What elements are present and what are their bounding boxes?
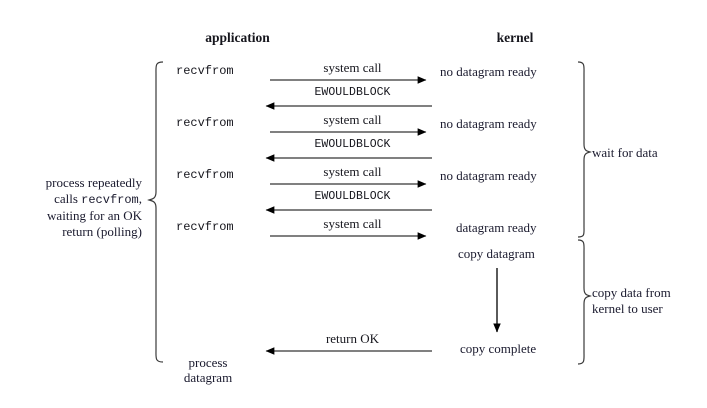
right-brace-label-copy-data-line-1: copy data from bbox=[592, 285, 671, 300]
arrow-label-ewouldblock-1: EWOULDBLOCK bbox=[314, 86, 391, 99]
kernel-event-4: datagram ready bbox=[456, 220, 537, 235]
right-curly-brace-copy-data bbox=[577, 239, 592, 365]
application-call-3: recvfrom bbox=[176, 168, 234, 182]
kernel-event-1: no datagram ready bbox=[440, 64, 537, 79]
left-annotation-line-1: process repeatedly bbox=[45, 175, 142, 190]
application-call-2: recvfrom bbox=[176, 116, 234, 130]
right-brace-label-copy-data: copy data from kernel to user bbox=[592, 285, 671, 317]
right-curly-brace-wait-for-data bbox=[577, 61, 592, 238]
arrow-label-system-call-3: system call bbox=[323, 164, 382, 179]
arrow-label-return-ok: return OK bbox=[325, 331, 380, 346]
left-annotation-line-4: return (polling) bbox=[62, 224, 142, 239]
left-annotation-polling: process repeatedly calls recvfrom, waiti… bbox=[10, 175, 142, 240]
left-annotation-line-2-prefix: calls bbox=[54, 191, 82, 206]
left-curly-brace bbox=[147, 61, 164, 363]
left-annotation-line-2: calls recvfrom, bbox=[10, 191, 142, 208]
right-brace-label-wait-for-data: wait for data bbox=[592, 145, 658, 160]
left-annotation-line-3: waiting for an OK bbox=[47, 208, 142, 223]
arrow-label-ewouldblock-2: EWOULDBLOCK bbox=[314, 138, 391, 151]
arrow-label-system-call-4: system call bbox=[323, 216, 382, 231]
arrow-label-system-call-2: system call bbox=[323, 112, 382, 127]
right-brace-label-copy-data-line-2: kernel to user bbox=[592, 301, 663, 316]
kernel-event-2: no datagram ready bbox=[440, 116, 537, 131]
arrow-label-system-call-1: system call bbox=[323, 60, 382, 75]
application-result-line-2: datagram bbox=[183, 370, 233, 385]
column-heading-application: application bbox=[205, 30, 270, 45]
left-annotation-recvfrom-code: recvfrom bbox=[81, 193, 139, 207]
application-call-1: recvfrom bbox=[176, 64, 234, 78]
application-call-4: recvfrom bbox=[176, 220, 234, 234]
application-result-line-1: process bbox=[188, 355, 228, 370]
arrow-label-ewouldblock-3: EWOULDBLOCK bbox=[314, 190, 391, 203]
kernel-event-6: copy complete bbox=[460, 341, 537, 356]
kernel-event-5: copy datagram bbox=[458, 246, 535, 261]
column-heading-kernel: kernel bbox=[496, 30, 534, 45]
kernel-event-3: no datagram ready bbox=[440, 168, 537, 183]
left-annotation-line-2-suffix: , bbox=[138, 191, 142, 206]
